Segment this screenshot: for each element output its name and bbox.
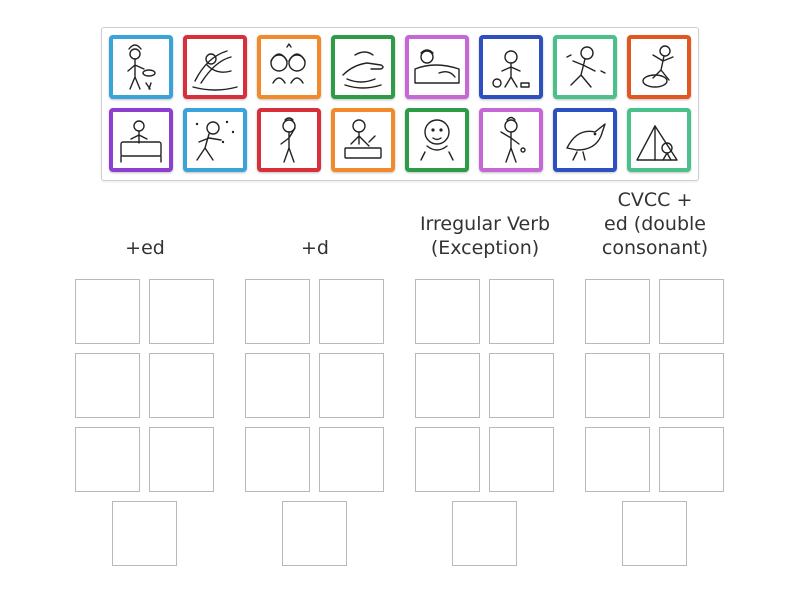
- boy-waving-icon: [280, 117, 296, 163]
- picture-card-14[interactable]: [479, 108, 543, 172]
- picture-card-9[interactable]: [109, 108, 173, 172]
- boy-thinking-icon: [500, 116, 526, 163]
- drop-slot[interactable]: [452, 501, 517, 566]
- drop-slot[interactable]: [75, 279, 140, 344]
- bird-icon: [566, 123, 606, 161]
- boy-running-icon: [566, 46, 606, 88]
- drop-slot[interactable]: [415, 279, 480, 344]
- picture-card-12[interactable]: [331, 108, 395, 172]
- picture-card-10[interactable]: [183, 108, 247, 172]
- drop-slot[interactable]: [245, 353, 310, 418]
- picture-card-16[interactable]: [627, 108, 691, 172]
- drop-slot[interactable]: [245, 427, 310, 492]
- drop-slot[interactable]: [585, 427, 650, 492]
- drop-slot[interactable]: [659, 353, 724, 418]
- picture-card-4[interactable]: [331, 35, 395, 99]
- drop-slot[interactable]: [659, 279, 724, 344]
- group-heading-line: +ed: [125, 237, 165, 259]
- child-playing-icon: [492, 50, 530, 88]
- drop-slot[interactable]: [319, 427, 384, 492]
- drop-slot[interactable]: [489, 427, 554, 492]
- chef-cooking-icon: [127, 44, 156, 90]
- drop-slot[interactable]: [149, 353, 214, 418]
- boy-writing-icon: [344, 119, 382, 159]
- picture-card-8[interactable]: [627, 35, 691, 99]
- drop-slot[interactable]: [112, 501, 177, 566]
- group-heading-3: Irregular Verb(Exception): [400, 212, 570, 260]
- child-in-tent-icon: [636, 125, 678, 161]
- drop-slot[interactable]: [622, 501, 687, 566]
- drop-slot[interactable]: [489, 353, 554, 418]
- group-heading-line: consonant): [601, 237, 709, 259]
- boy-walking-snow-icon: [195, 120, 235, 161]
- group-heading-2: +d: [230, 236, 400, 260]
- girl-swimming-icon: [192, 50, 238, 91]
- group-heading-line: +d: [301, 237, 329, 259]
- drop-slot[interactable]: [585, 279, 650, 344]
- baby-crawling-icon: [420, 119, 454, 161]
- picture-card-2[interactable]: [183, 35, 247, 99]
- child-sleeping-icon: [414, 49, 460, 84]
- drop-slot[interactable]: [245, 279, 310, 344]
- drop-slot[interactable]: [75, 353, 140, 418]
- drop-slot[interactable]: [659, 427, 724, 492]
- drop-slot[interactable]: [319, 279, 384, 344]
- group-heading-line: Irregular Verb: [419, 213, 551, 235]
- drop-slot[interactable]: [75, 427, 140, 492]
- drop-slot[interactable]: [415, 427, 480, 492]
- drop-slot[interactable]: [149, 427, 214, 492]
- drop-slot[interactable]: [149, 279, 214, 344]
- picture-card-1[interactable]: [109, 35, 173, 99]
- two-girls-icon: [270, 43, 306, 84]
- drop-slot[interactable]: [585, 353, 650, 418]
- picture-card-5[interactable]: [405, 35, 469, 99]
- boy-in-bed-icon: [120, 120, 162, 163]
- picture-card-11[interactable]: [257, 108, 321, 172]
- picture-card-15[interactable]: [553, 108, 617, 172]
- picture-card-3[interactable]: [257, 35, 321, 99]
- drop-slot[interactable]: [319, 353, 384, 418]
- group-heading-line: (Exception): [430, 237, 540, 259]
- hand-pointing-icon: [342, 51, 384, 89]
- child-jumping-icon: [642, 45, 674, 88]
- picture-card-13[interactable]: [405, 108, 469, 172]
- picture-card-7[interactable]: [553, 35, 617, 99]
- drop-slot[interactable]: [415, 353, 480, 418]
- group-heading-line: CVCC +: [617, 189, 693, 211]
- drop-slot[interactable]: [489, 279, 554, 344]
- drop-slot[interactable]: [282, 501, 347, 566]
- group-heading-1: +ed: [60, 236, 230, 260]
- group-heading-line: ed (double: [604, 213, 706, 235]
- picture-card-6[interactable]: [479, 35, 543, 99]
